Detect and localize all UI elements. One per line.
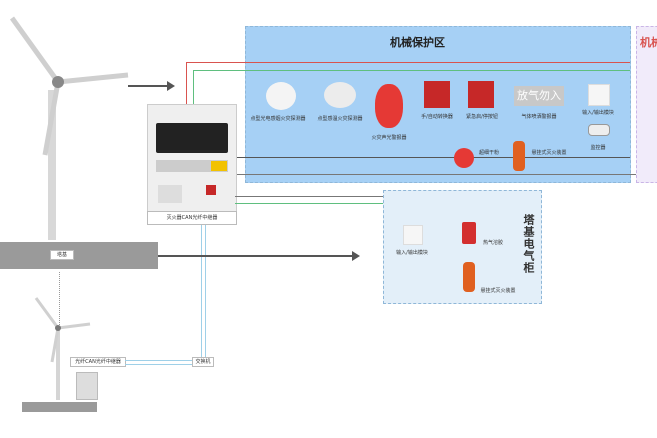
controller-gray-line	[235, 196, 525, 197]
sound-light-alarm-icon	[375, 84, 403, 128]
aerosol-extinguisher-icon	[462, 222, 476, 244]
dry-powder-extinguisher-icon	[454, 148, 474, 168]
wind-turbine-small	[34, 297, 91, 400]
device-label: 手/自动转换器	[421, 114, 453, 120]
manual-auto-switch-icon	[424, 81, 450, 108]
wind-turbine-large	[9, 16, 129, 240]
device-label: 超细干粉	[478, 150, 499, 156]
red-bus-vertical	[186, 62, 187, 104]
arrow-line-top	[128, 85, 168, 87]
gas-release-sign: 放气勿入	[514, 86, 564, 106]
emergency-stop-button-icon	[468, 81, 494, 108]
arrow-head-icon	[167, 81, 175, 91]
zone-title: 机械保护区	[390, 36, 445, 49]
device-label: 点型光电感烟火灾探测器	[250, 116, 306, 122]
hanging-extinguisher-icon	[463, 262, 475, 292]
fiber-horizontal	[125, 360, 192, 365]
device-label: 悬挂式灭火装置	[531, 150, 567, 156]
red-bus	[245, 62, 630, 63]
control-panel	[156, 123, 228, 153]
device-label: 点型感温火灾探测器	[317, 116, 363, 122]
partial-zone	[636, 26, 657, 183]
small-base	[22, 402, 97, 412]
io-module-icon	[403, 225, 423, 245]
green-bus-top	[193, 70, 246, 71]
device-label: 热气溶胶	[482, 240, 503, 246]
device-label: 气体喷洒警报器	[521, 114, 557, 120]
controller-green-line	[235, 203, 385, 204]
warning-label	[211, 161, 227, 171]
hanging-extinguisher-icon	[513, 141, 525, 171]
smoke-detector-icon	[266, 82, 296, 110]
device-label: 火灾声光警报器	[371, 135, 407, 141]
fire-controller-cabinet[interactable]	[147, 104, 237, 212]
black-bus	[230, 157, 630, 158]
red-bus-top	[186, 62, 246, 63]
base-label: 塔基	[50, 250, 74, 260]
emergency-button-icon[interactable]	[206, 185, 216, 195]
green-bus	[245, 70, 630, 71]
printer	[158, 185, 182, 203]
tower-electrical-cabinet	[383, 190, 542, 304]
device-label: 悬挂式灭火装置	[480, 288, 516, 294]
controller-label: 灭火器CAN光纤中继器	[147, 211, 237, 225]
device-label: 紧急启/停按钮	[466, 114, 498, 120]
arrow-line-base	[158, 255, 353, 257]
device-label: 监控器	[590, 145, 606, 151]
heat-detector-icon	[324, 82, 356, 108]
small-relay-label: 光纤CAN光纤中继器	[70, 357, 126, 367]
fiber-vertical	[201, 225, 206, 357]
arrow-head-icon	[352, 251, 360, 261]
cabinet-title: 塔基电气柜	[522, 214, 535, 274]
button-strip	[156, 160, 228, 172]
gray-bus	[230, 174, 657, 175]
base-platform	[0, 242, 158, 269]
switch-label: 交换机	[192, 357, 214, 367]
green-bus-vertical	[193, 70, 194, 104]
small-controller	[76, 372, 98, 400]
camera-icon	[588, 124, 610, 136]
io-module-icon	[588, 84, 610, 106]
device-label: 输入/输出模块	[582, 110, 614, 116]
partial-zone-title: 机械	[640, 36, 657, 49]
dotted-link	[59, 272, 60, 347]
device-label: 输入/输出模块	[396, 250, 428, 256]
